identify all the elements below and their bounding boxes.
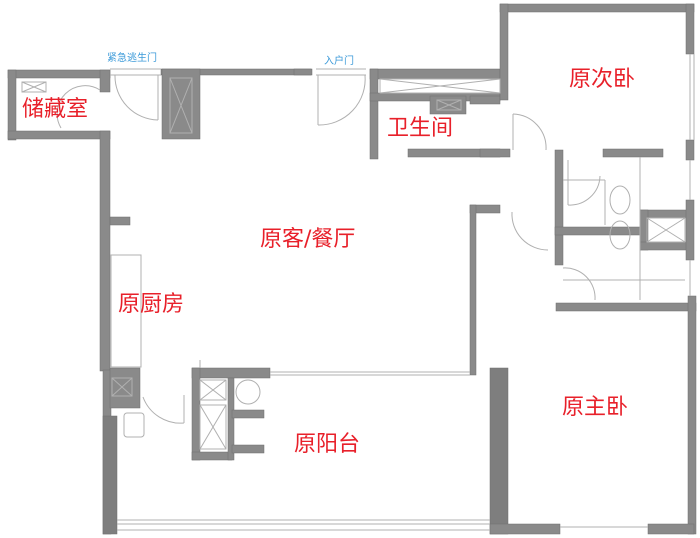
wall [231,409,265,419]
wall [687,295,697,535]
wall [489,367,509,535]
wall [7,130,111,140]
wall [554,149,564,266]
wall [555,302,697,312]
room-label-living-dining: 原客/餐厅 [260,227,356,252]
wall [102,415,118,535]
room-label-kitchen: 原厨房 [118,292,185,317]
wall [191,451,233,461]
wall [191,367,271,379]
wall [227,377,235,461]
wall [7,69,17,141]
wall [7,69,111,79]
wall [109,216,131,226]
room-label-balcony: 原阳台 [294,432,361,457]
wall [369,68,501,80]
wall [499,3,695,13]
wall [293,68,313,76]
room-label-bathroom: 卫生间 [387,116,454,141]
wall [99,69,111,93]
wall [647,523,695,535]
wall [369,68,379,160]
wall [469,95,501,105]
entrance-door-label: 入户门 [324,56,354,67]
wall [109,367,141,409]
wall [231,444,265,454]
wall [554,226,641,236]
wall [639,241,689,251]
wall [489,523,561,535]
wall [191,367,201,461]
wall [602,148,664,158]
wall [685,139,695,161]
wall [685,3,695,55]
wall [479,148,511,158]
wall [685,199,695,261]
room-label-storage: 储藏室 [22,97,89,122]
wall [161,68,201,140]
room-label-master-bedroom: 原主卧 [562,395,629,420]
wall [469,204,477,376]
wall [99,130,111,372]
wall [499,3,509,101]
emergency-exit-door-label: 紧急逃生门 [107,53,157,64]
room-label-second-bedroom: 原次卧 [569,67,636,92]
